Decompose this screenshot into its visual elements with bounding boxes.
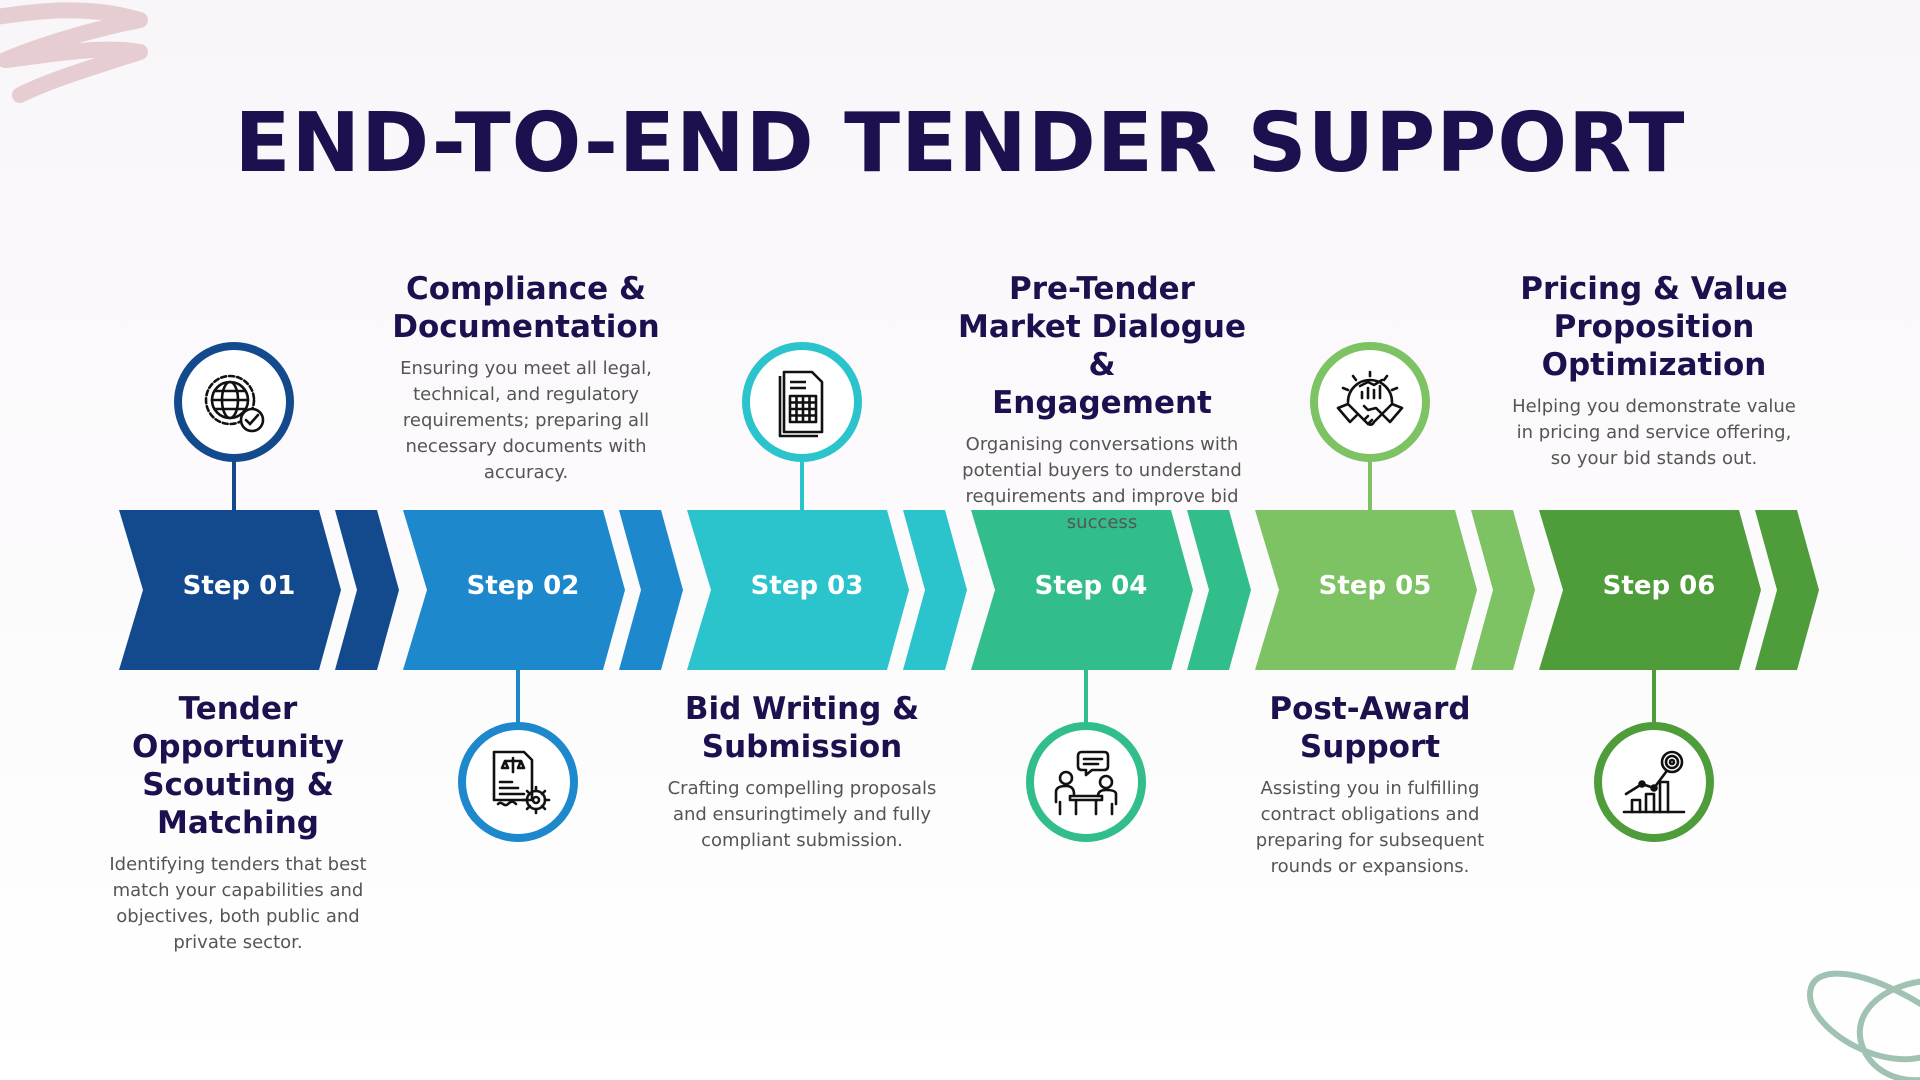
step-03-label: Step 03 [750,571,864,601]
step-04-heading: Pre-Tender Market Dialogue & Engagement [942,270,1262,422]
step-04-info: Pre-Tender Market Dialogue & Engagement … [942,270,1262,536]
step-02-arrow-chevron [619,510,683,670]
step-06-heading: Pricing & Value Proposition Optimization [1494,270,1814,384]
step-03-heading: Bid Writing & Submission [642,690,962,766]
step-06-heading-line-1: Pricing & Value [1520,271,1788,307]
step-03-description: Crafting compelling proposals and ensuri… [667,778,937,851]
step-03-heading-line-2: Submission [701,729,903,765]
step-03-info: Bid Writing & Submission Crafting compel… [642,690,962,854]
step-02-info: Compliance & Documentation Ensuring you … [366,270,686,486]
meeting-chat-icon [1054,750,1118,816]
step-02-chevron [403,510,625,670]
growth-target-icon [1622,750,1686,814]
step-01-connector [232,460,236,510]
step-03-arrow-chevron [903,510,967,670]
step-02-label: Step 02 [466,571,580,601]
step-02-heading: Compliance & Documentation [366,270,686,346]
decorative-brush-stroke [0,2,148,103]
step-06-chevron [1539,510,1761,670]
step-02-heading-line-1: Compliance & [405,271,646,307]
step-05-info: Post-Award Support Assisting you in fulf… [1210,690,1530,880]
step-01-icon-circle [174,342,294,462]
step-01-chevron [119,510,341,670]
step-05-icon-circle [1310,342,1430,462]
page-title: END-TO-END TENDER SUPPORT [234,96,1686,191]
step-06-label: Step 06 [1602,571,1716,601]
step-05-connector [1368,460,1372,510]
handshake-gear-icon [1336,370,1404,426]
step-01-info: Tender Opportunity Scouting & Matching I… [78,690,398,956]
step-06-icon-circle [1594,722,1714,842]
step-04-icon-circle [1026,722,1146,842]
step-01-description: Identifying tenders that best match your… [109,854,367,953]
globe-check-icon [204,374,265,433]
step-05-heading: Post-Award Support [1210,690,1530,766]
step-05-label: Step 05 [1318,571,1432,601]
step-04-label: Step 04 [1034,571,1148,601]
step-03-connector [800,460,804,510]
step-02-icon-circle [458,722,578,842]
legal-document-gear-icon [492,750,551,815]
step-06-heading-line-3: Optimization [1541,347,1767,383]
step-05-description: Assisting you in fulfilling contract obl… [1255,778,1485,877]
step-01-heading: Tender Opportunity Scouting & Matching [78,690,398,842]
step-01-label: Step 01 [182,571,296,601]
step-05-chevron [1255,510,1477,670]
step-03-icon-circle [742,342,862,462]
step-03-heading-line-1: Bid Writing & [684,691,920,727]
step-04-connector [1084,670,1088,724]
step-01-heading-line-1: Tender Opportunity [132,691,344,765]
step-06-heading-line-2: Proposition [1553,309,1755,345]
step-04-heading-line-3: Engagement [992,385,1212,421]
step-05-heading-line-1: Post-Award [1269,691,1471,727]
step-04-arrow-chevron [1187,510,1251,670]
step-06-connector [1652,670,1656,724]
step-04-heading-line-2: Market Dialogue & [958,309,1246,383]
step-01-arrow-chevron [335,510,399,670]
step-05-heading-line-2: Support [1299,729,1441,765]
decorative-loop-stroke [1806,970,1920,1080]
step-02-heading-line-2: Documentation [392,309,660,345]
step-04-heading-line-1: Pre-Tender [1009,271,1195,307]
step-06-description: Helping you demonstrate value in pricing… [1512,396,1796,469]
step-04-chevron [971,510,1193,670]
step-05-arrow-chevron [1471,510,1535,670]
step-03-chevron [687,510,909,670]
step-04-description: Organising conversations with potential … [962,434,1242,533]
step-06-info: Pricing & Value Proposition Optimization… [1494,270,1814,472]
step-01-heading-line-2: Scouting & Matching [142,767,334,841]
step-02-connector [516,670,520,724]
step-02-description: Ensuring you meet all legal, technical, … [400,358,652,483]
step-06-arrow-chevron [1755,510,1819,670]
document-table-icon [778,370,824,438]
